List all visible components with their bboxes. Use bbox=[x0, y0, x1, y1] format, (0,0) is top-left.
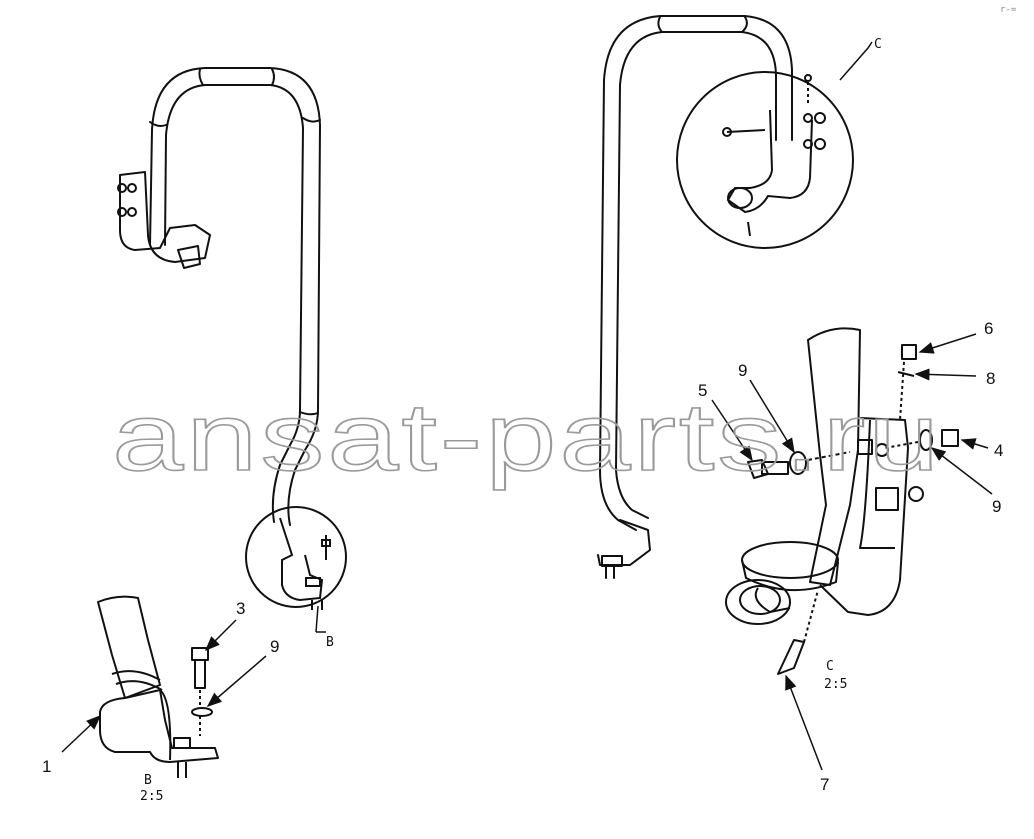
corner-mark: r-= bbox=[1000, 5, 1017, 15]
callout-1: 1 bbox=[42, 757, 51, 776]
washer-8 bbox=[897, 371, 915, 377]
bolt-7 bbox=[777, 639, 805, 675]
callout-5: 5 bbox=[698, 381, 707, 400]
callout-9-right: 9 bbox=[992, 497, 1001, 516]
detail-c-bracket bbox=[819, 417, 909, 616]
detail-b-leader bbox=[315, 605, 319, 633]
right-handrail-assembly bbox=[597, 15, 793, 579]
left-handrail-tube bbox=[149, 67, 321, 526]
detail-b-tube bbox=[97, 595, 161, 699]
detail-c-scale: 2:5 bbox=[824, 677, 847, 692]
nut-4 bbox=[941, 429, 959, 447]
detail-b-exploded-view bbox=[97, 595, 219, 778]
detail-circle-b bbox=[245, 506, 347, 610]
callout-3: 3 bbox=[236, 599, 245, 618]
detail-c-exploded-view bbox=[725, 327, 959, 675]
callout-7: 7 bbox=[820, 775, 829, 794]
right-handrail-tube bbox=[599, 15, 793, 471]
washer-9-right bbox=[919, 429, 933, 451]
bolt-3 bbox=[191, 647, 209, 661]
watermark-text: ansat-parts.ru bbox=[112, 384, 942, 491]
callout-leaders bbox=[61, 333, 993, 771]
callout-6: 6 bbox=[984, 319, 993, 338]
detail-circle-c bbox=[676, 71, 854, 249]
callout-8: 8 bbox=[986, 369, 995, 388]
detail-b-scale: 2:5 bbox=[140, 789, 163, 804]
nut-6 bbox=[901, 344, 917, 360]
detail-c-nut-large bbox=[725, 579, 791, 625]
washer-9-mid bbox=[789, 451, 807, 475]
callout-9-mid: 9 bbox=[738, 361, 747, 380]
detail-c-ref-label: C bbox=[874, 37, 882, 52]
left-handrail-assembly bbox=[117, 67, 321, 526]
detail-c-leader bbox=[839, 41, 873, 81]
detail-b-bracket bbox=[99, 689, 219, 763]
detail-c-title: C bbox=[826, 659, 834, 674]
callout-4: 4 bbox=[994, 441, 1003, 460]
detail-c-tube bbox=[807, 327, 861, 586]
detail-b-ref-label: B bbox=[326, 635, 334, 650]
left-top-bracket bbox=[119, 171, 211, 263]
callout-9-left: 9 bbox=[270, 637, 279, 656]
washer-9-left bbox=[191, 707, 213, 717]
detail-b-title: B bbox=[144, 773, 152, 788]
